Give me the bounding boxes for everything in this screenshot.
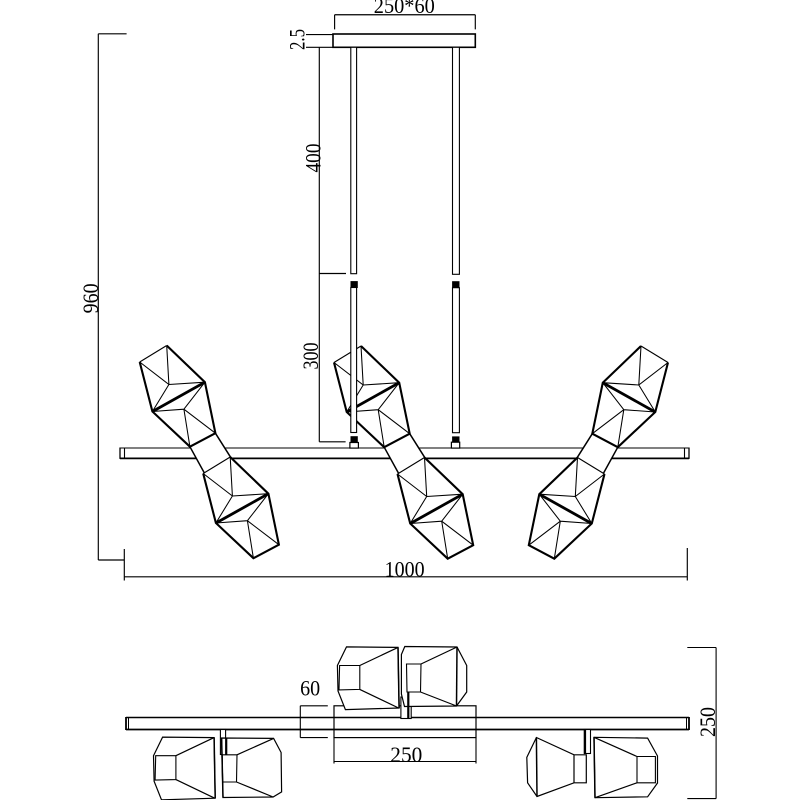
svg-text:2.5: 2.5	[284, 29, 309, 50]
svg-text:60: 60	[300, 675, 320, 700]
svg-text:400: 400	[300, 144, 325, 173]
svg-text:250: 250	[390, 742, 422, 767]
svg-text:250*60: 250*60	[374, 0, 435, 18]
svg-text:300: 300	[298, 343, 323, 370]
svg-text:960: 960	[78, 283, 103, 313]
svg-text:1000: 1000	[385, 557, 425, 582]
svg-text:250: 250	[695, 707, 720, 737]
